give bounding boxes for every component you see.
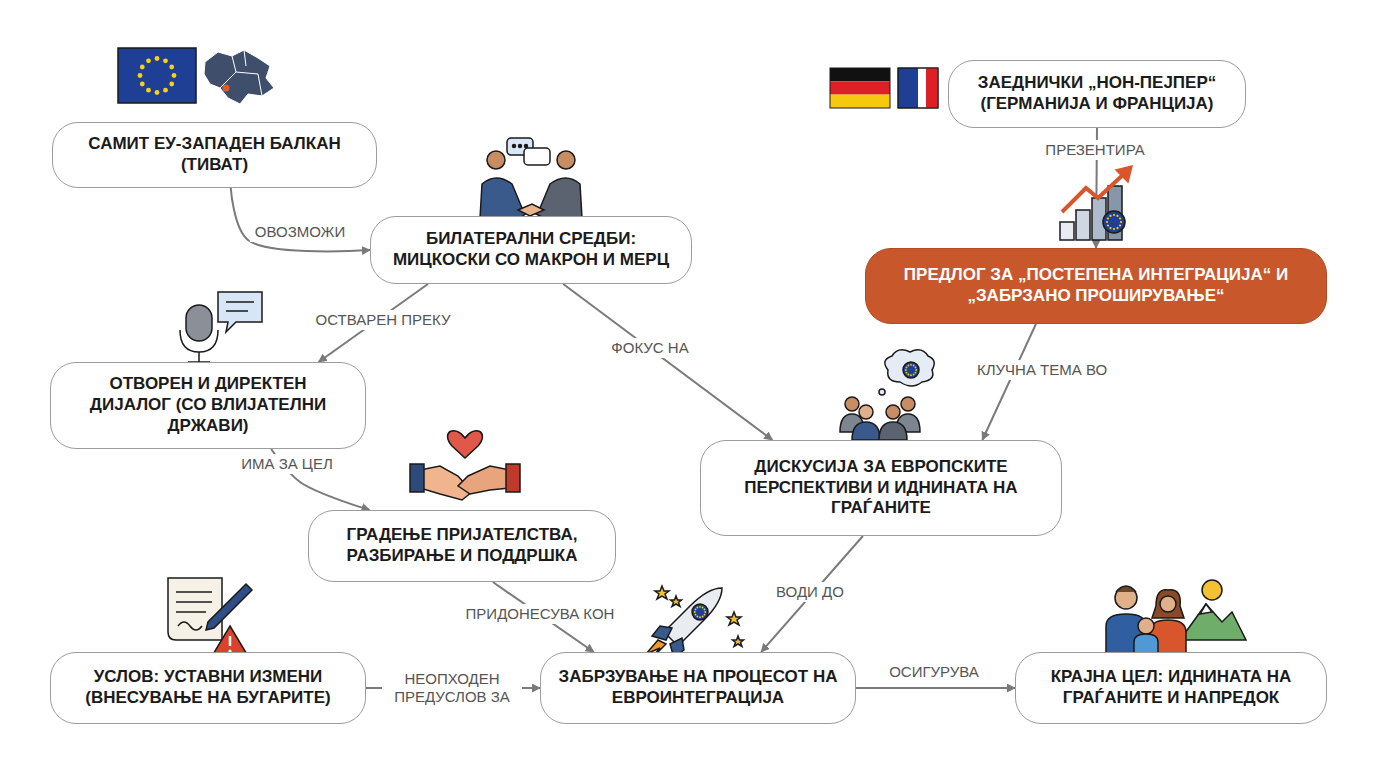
- growth-chart-icon: [1060, 166, 1132, 240]
- process-box: ЗАЕДНИЧКИ „НОН-ПЕЈПЕР“ (ГЕРМАНИЈА И ФРАН…: [948, 60, 1246, 128]
- eu-star: [146, 88, 151, 93]
- box-label: ГРАДЕЊЕ ПРИЈАТЕЛСТВА, РАЗБИРАЊЕ И ПОДДРШ…: [325, 525, 599, 566]
- eu-star: [138, 73, 143, 78]
- country-flags-icon: [830, 68, 938, 108]
- eu-star: [699, 616, 701, 618]
- process-box: ЗАБРЗУВАЊЕ НА ПРОЦЕСОТ НА ЕВРОИНТЕГРАЦИЈ…: [540, 652, 856, 724]
- eu-star: [910, 374, 912, 376]
- eu-star: [1119, 217, 1121, 219]
- eu-star: [704, 609, 706, 611]
- citizens-group-icon: [840, 350, 934, 440]
- eu-star: [1116, 215, 1118, 217]
- document-icon: [168, 578, 252, 656]
- eu-star: [1113, 214, 1115, 216]
- eu-star: [915, 367, 917, 369]
- eu-star: [155, 90, 160, 95]
- eu-star: [908, 374, 910, 376]
- rocket-icon: [646, 586, 744, 660]
- eu-star: [913, 365, 915, 367]
- process-box: ДИСКУСИЈА ЗА ЕВРОПСКИТЕ ПЕРСПЕКТИВИ И ИД…: [700, 440, 1062, 536]
- connector-arrow: [563, 284, 772, 440]
- edge-label: ВОДИ ДО: [771, 582, 849, 602]
- box-label: ПРЕДЛОГ ЗА „ПОСТЕПЕНА ИНТЕГРАЦИЈА“ И „ЗА…: [882, 265, 1310, 306]
- eu-star: [695, 614, 697, 616]
- edge-label: ИМА ЗА ЦЕЛ: [236, 454, 338, 474]
- highlight-box: ПРЕДЛОГ ЗА „ПОСТЕПЕНА ИНТЕГРАЦИЈА“ И „ЗА…: [865, 248, 1327, 324]
- eu-star: [697, 616, 699, 618]
- edge-label: ФОКУС НА: [606, 338, 693, 358]
- eu-star: [1106, 221, 1108, 223]
- box-label: БИЛАТЕРАЛНИ СРЕДБИ: МИЦКОСКИ СО МАКРОН И…: [387, 229, 675, 270]
- eu-star: [704, 611, 706, 613]
- box-label: УСЛОВ: УСТАВНИ ИЗМЕНИ (ВНЕСУВАЊЕ НА БУГА…: [67, 667, 349, 708]
- eu-star: [695, 609, 697, 611]
- eu-star: [1109, 227, 1111, 229]
- eu-star: [906, 372, 908, 374]
- edge-label: ОСТВАРЕН ПРЕКУ: [311, 310, 456, 330]
- edge-label: ОСИГУРУВА: [884, 662, 984, 682]
- box-label: КРАЈНА ЦЕЛ: ИДНИНАТА НА ГРАЃАНИТЕ И НАПР…: [1032, 667, 1310, 708]
- eu-star: [915, 372, 917, 374]
- connector-arrow: [982, 324, 1036, 440]
- process-box: ОТВОРЕН И ДИРЕКТЕН ДИЈАЛОГ (СО ВЛИЈАТЕЛН…: [50, 362, 366, 449]
- process-box: КРАЈНА ЦЕЛ: ИДНИНАТА НА ГРАЃАНИТЕ И НАПР…: [1015, 652, 1327, 724]
- eu-star: [140, 82, 145, 87]
- eu-star: [146, 58, 151, 63]
- box-label: ЗАБРЗУВАЊЕ НА ПРОЦЕСОТ НА ЕВРОИНТЕГРАЦИЈ…: [557, 667, 839, 708]
- eu-star: [1107, 217, 1109, 219]
- edge-label: ПРИДОНЕСУВА КОН: [461, 604, 620, 624]
- eu-star: [169, 82, 174, 87]
- eu-star: [1113, 228, 1115, 230]
- eu-star: [1107, 224, 1109, 226]
- balkan-map-icon: [204, 50, 274, 104]
- connector-arrow: [761, 536, 863, 652]
- box-label: ОТВОРЕН И ДИРЕКТЕН ДИЈАЛОГ (СО ВЛИЈАТЕЛН…: [67, 374, 349, 436]
- eu-star: [169, 65, 174, 70]
- box-label: САМИТ ЕУ-ЗАПАДЕН БАЛКАН (ТИВАТ): [69, 134, 360, 175]
- connector-arrow: [856, 687, 1015, 689]
- eu-star: [905, 369, 907, 371]
- eu-star: [1116, 227, 1118, 229]
- eu-star: [906, 367, 908, 369]
- process-box: УСЛОВ: УСТАВНИ ИЗМЕНИ (ВНЕСУВАЊЕ НА БУГА…: [50, 652, 366, 724]
- eu-star: [702, 607, 704, 609]
- eu-star: [704, 614, 706, 616]
- eu-star: [699, 606, 701, 608]
- eu-star: [1119, 224, 1121, 226]
- eu-star: [910, 364, 912, 366]
- family-icon: [1106, 580, 1246, 656]
- edge-label: КЛУЧНА ТЕМА ВО: [972, 360, 1112, 380]
- handshake-heart-icon: [410, 431, 520, 500]
- eu-star: [1120, 221, 1122, 223]
- meeting-people-icon: [480, 138, 582, 218]
- edge-label: НЕОПХОДЕН ПРЕДУСЛОВ ЗА: [382, 669, 522, 707]
- eu-star: [913, 374, 915, 376]
- eu-star: [140, 65, 145, 70]
- eu-star: [172, 73, 177, 78]
- eu-star: [697, 607, 699, 609]
- eu-star: [694, 611, 696, 613]
- process-box: САМИТ ЕУ-ЗАПАДЕН БАЛКАН (ТИВАТ): [52, 122, 377, 188]
- edge-label: ОВОЗМОЖИ: [250, 222, 350, 242]
- eu-flag-icon: [118, 48, 196, 103]
- eu-star: [155, 56, 160, 61]
- microphone-icon: [180, 292, 262, 362]
- process-box: БИЛАТЕРАЛНИ СРЕДБИ: МИЦКОСКИ СО МАКРОН И…: [370, 216, 692, 284]
- eu-star: [702, 616, 704, 618]
- connector-arrow: [231, 188, 370, 251]
- edge-label: ПРЕЗЕНТИРА: [1040, 140, 1149, 160]
- box-label: ЗАЕДНИЧКИ „НОН-ПЕЈПЕР“ (ГЕРМАНИЈА И ФРАН…: [965, 73, 1229, 114]
- box-label: ДИСКУСИЈА ЗА ЕВРОПСКИТЕ ПЕРСПЕКТИВИ И ИД…: [717, 457, 1045, 519]
- eu-star: [1109, 215, 1111, 217]
- eu-star: [163, 88, 168, 93]
- eu-star: [163, 58, 168, 63]
- process-box: ГРАДЕЊЕ ПРИЈАТЕЛСТВА, РАЗБИРАЊЕ И ПОДДРШ…: [308, 510, 616, 582]
- eu-star: [908, 365, 910, 367]
- eu-star: [915, 369, 917, 371]
